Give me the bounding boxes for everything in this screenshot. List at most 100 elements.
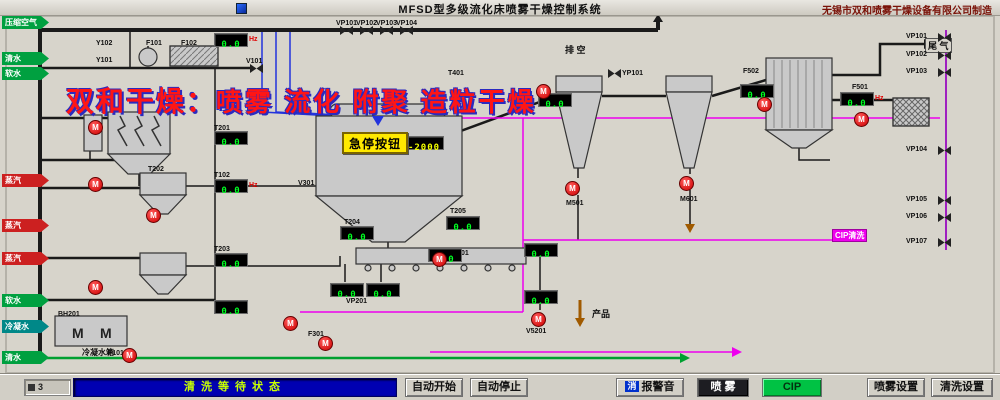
value-display: 0.0 <box>330 283 364 300</box>
counter-box: 3 <box>24 379 71 396</box>
valve-icon-vp102[interactable] <box>938 51 951 60</box>
valve-icon[interactable] <box>608 69 621 78</box>
equipment-tag: Y101 <box>96 57 113 64</box>
cyclone-1 <box>555 75 603 169</box>
watermark-slogan: 喷雾 流化 附聚 造粒干燥 <box>216 87 537 117</box>
page-title: MFSD型多级流化床喷雾干燥控制系统 <box>398 4 602 16</box>
equipment-tag: F501 <box>852 84 868 91</box>
display-unit: Hz <box>875 95 884 102</box>
valve-icon-vp103[interactable] <box>938 68 951 77</box>
display-value: 0.0 <box>531 250 551 260</box>
pump-icon[interactable]: M <box>122 348 137 363</box>
equipment-tag: V5201 <box>526 328 547 335</box>
pump-icon[interactable]: M <box>854 112 869 127</box>
valve-tag: VP103 <box>906 68 928 75</box>
valve-icon[interactable] <box>250 64 263 73</box>
pump-icon[interactable]: M <box>88 120 103 135</box>
valve-icon[interactable] <box>340 26 353 35</box>
pump-icon[interactable]: M <box>432 252 447 267</box>
feed-arrow: 软水 <box>2 67 49 80</box>
svg-text:M: M <box>100 325 112 341</box>
equipment-tag: M501 <box>566 200 584 207</box>
display-value: 0.0 <box>531 297 551 307</box>
condensate-tank: M M <box>54 315 128 347</box>
valve-icon-vp104[interactable] <box>938 146 951 155</box>
value-display: 0.0 <box>214 300 248 317</box>
value-display: 0.0 <box>524 290 558 307</box>
valve-icon[interactable] <box>380 26 393 35</box>
value-display: 0.0 <box>446 216 480 233</box>
valve-tag: VP106 <box>906 213 928 220</box>
equipment-tag: 排 空 <box>565 45 586 55</box>
equipment-tag: T203 <box>214 246 230 253</box>
equipment-tag: 产品 <box>592 309 611 319</box>
title-bar: MFSD型多级流化床喷雾干燥控制系统 无锡市双和喷雾干燥设备有限公司制造 <box>0 0 1000 17</box>
equipment-tag: CIP清洗 <box>832 229 868 242</box>
display-value: 0.0 <box>221 186 241 196</box>
equipment-tag: F502 <box>743 68 759 75</box>
pump-icon[interactable]: M <box>318 336 333 351</box>
feed-arrow: 清水 <box>2 52 49 65</box>
pump-icon[interactable]: M <box>88 280 103 295</box>
pump-icon[interactable]: M <box>536 84 551 99</box>
pump-icon[interactable]: M <box>88 177 103 192</box>
mute-alarm-button[interactable]: 消报警音 <box>616 378 684 397</box>
display-value: 0.0 <box>847 99 867 109</box>
condenser <box>764 57 834 149</box>
fan-f101 <box>138 47 158 67</box>
equipment-tag: M601 <box>680 196 698 203</box>
manufacturer-label: 无锡市双和喷雾干燥设备有限公司制造 <box>822 6 992 17</box>
spray-button[interactable]: 喷 雾 <box>697 378 749 397</box>
equipment-tag: T102 <box>214 172 230 179</box>
value-display: 0.0 <box>340 226 374 243</box>
cyclone-small-1 <box>138 172 188 215</box>
feed-arrow: 压缩空气 <box>2 16 49 29</box>
valve-icon[interactable] <box>400 26 413 35</box>
display-value: 0.0 <box>221 307 241 317</box>
display-value: -2000 <box>407 143 441 153</box>
display-value: 0.0 <box>347 233 367 243</box>
emergency-stop-button[interactable]: 急停按钮 <box>342 132 408 154</box>
pump-icon[interactable]: M <box>146 208 161 223</box>
equipment-tag: T204 <box>344 219 360 226</box>
valve-icon-vp107[interactable] <box>938 238 951 247</box>
equipment-tag: F101 <box>146 40 162 47</box>
valve-tag: VP102 <box>906 51 928 58</box>
cyclone-small-2 <box>138 252 188 295</box>
auto-stop-button[interactable]: 自动停止 <box>470 378 528 397</box>
valve-icon-vp106[interactable] <box>938 213 951 222</box>
valve-tag: VP104 <box>906 146 928 153</box>
valve-tag: VP105 <box>906 196 928 203</box>
clean-settings-button[interactable]: 清洗设置 <box>931 378 993 397</box>
value-display: 0.0 <box>214 253 248 270</box>
value-display: 0.0 <box>524 243 558 260</box>
cip-button[interactable]: CIP <box>762 378 822 397</box>
pump-icon[interactable]: M <box>531 312 546 327</box>
value-display: 0.0 <box>740 84 774 101</box>
counter-value: 3 <box>38 382 44 392</box>
equipment-tag: YP101 <box>622 70 644 77</box>
equipment-tag: T401 <box>448 70 464 77</box>
display-value: 0.0 <box>221 260 241 270</box>
spray-settings-button[interactable]: 喷雾设置 <box>867 378 925 397</box>
equipment-tag: BH201 <box>58 311 80 318</box>
pump-icon[interactable]: M <box>757 97 772 112</box>
feed-arrow: 软水 <box>2 294 49 307</box>
valve-icon-vp101[interactable] <box>938 33 951 42</box>
value-display: -2000 <box>404 136 444 153</box>
auto-start-button[interactable]: 自动开始 <box>405 378 463 397</box>
value-display: 0.0 Hz <box>840 92 884 109</box>
pump-icon[interactable]: M <box>679 176 694 191</box>
valve-icon[interactable] <box>360 26 373 35</box>
valve-icon-vp105[interactable] <box>938 196 951 205</box>
display-value: 0.0 <box>221 138 241 148</box>
mute-icon: 消 <box>625 381 639 392</box>
feed-arrow: 蒸汽 <box>2 174 49 187</box>
value-display: 0.0 <box>214 131 248 148</box>
valve-tag: VP107 <box>906 238 928 245</box>
pump-icon[interactable]: M <box>565 181 580 196</box>
pump-icon[interactable]: M <box>283 316 298 331</box>
